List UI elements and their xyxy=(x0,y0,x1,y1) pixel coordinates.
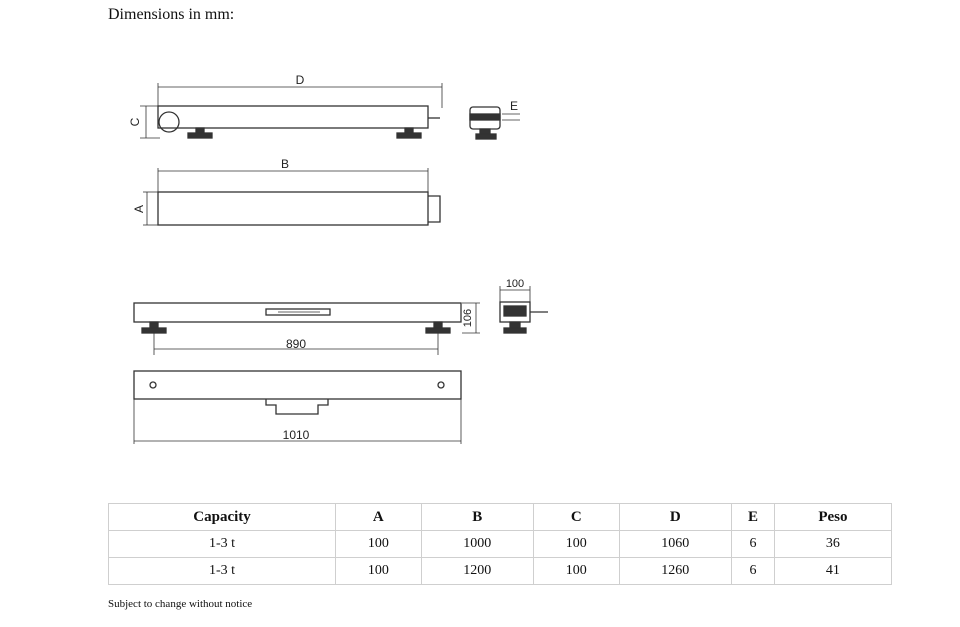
cell-b: 1000 xyxy=(420,530,535,558)
header-c: C xyxy=(533,503,620,531)
cell-capacity: 1-3 t xyxy=(107,530,337,558)
header-b: B xyxy=(420,503,535,531)
cell-e: 6 xyxy=(731,557,775,585)
cell-c: 100 xyxy=(533,557,620,585)
cell-capacity: 1-3 t xyxy=(107,557,337,585)
cell-d: 1060 xyxy=(618,530,733,558)
disclaimer-note: Subject to change without notice xyxy=(108,598,253,610)
cell-a: 100 xyxy=(335,530,422,558)
dim-label-1010: 1010 xyxy=(283,428,310,442)
table-row: 1-3 t 100 1000 100 1060 6 36 xyxy=(107,530,893,558)
cell-b: 1200 xyxy=(420,557,535,585)
cell-a: 100 xyxy=(335,557,422,585)
page-heading: Dimensions in mm: xyxy=(108,6,235,23)
dim-label-100: 100 xyxy=(506,278,524,290)
plan-view-bottom xyxy=(133,370,462,444)
header-d: D xyxy=(618,503,733,531)
header-e: E xyxy=(731,503,775,531)
cell-peso: 41 xyxy=(773,557,893,585)
dim-label-106: 106 xyxy=(462,309,474,327)
header-capacity: Capacity xyxy=(107,503,337,531)
cell-e: 6 xyxy=(731,530,775,558)
plan-view-top xyxy=(143,168,441,226)
side-view-bottom xyxy=(133,286,548,355)
dim-label-a: A xyxy=(132,205,146,213)
header-a: A xyxy=(335,503,422,531)
dim-label-d: D xyxy=(296,73,305,87)
dim-label-b: B xyxy=(281,157,289,171)
header-peso: Peso xyxy=(773,503,893,531)
cell-c: 100 xyxy=(533,530,620,558)
dim-label-e: E xyxy=(510,99,518,113)
cell-d: 1260 xyxy=(618,557,733,585)
dim-label-c: C xyxy=(128,117,142,126)
side-view-top xyxy=(140,83,520,140)
table-header-row: Capacity A B C D E Peso xyxy=(107,503,893,531)
table-row: 1-3 t 100 1200 100 1260 6 41 xyxy=(107,557,893,585)
cell-peso: 36 xyxy=(773,530,893,558)
dim-label-890: 890 xyxy=(286,337,306,351)
technical-drawing: D C E B A 100 106 890 1010 xyxy=(128,73,548,444)
specs-table: Capacity A B C D E Peso 1-3 t 100 1000 1… xyxy=(107,503,893,585)
